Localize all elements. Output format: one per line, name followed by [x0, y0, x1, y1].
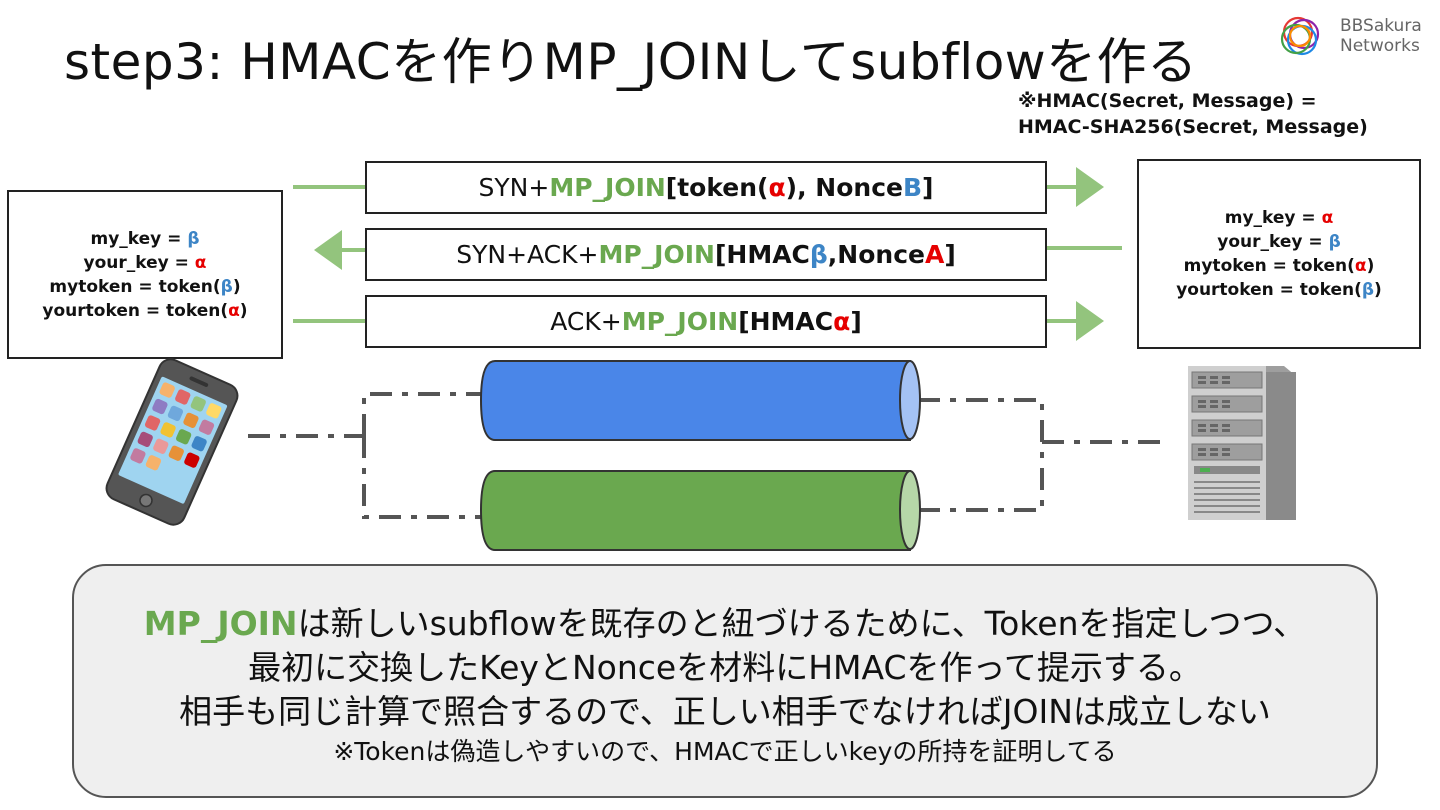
smartphone-icon [105, 358, 239, 526]
explanation-line2: 最初に交換したKeyとNonceを材料にHMACを作って提示する。 [248, 648, 1202, 687]
logo-line1: BBSakura [1340, 16, 1422, 36]
client-yourtoken: yourtoken = token(α) [42, 300, 248, 321]
explanation-note: ※Tokenは偽造しやすいので、HMACで正しいkeyの所持を証明してる [333, 737, 1117, 766]
explanation-box: MP_JOINは新しいsubflowを既存のと紐づけるために、Tokenを指定し… [72, 564, 1378, 798]
link-phone-to-pipe1 [362, 392, 484, 436]
explanation-line1: MP_JOINは新しいsubflowを既存のと紐づけるために、Tokenを指定し… [143, 604, 1307, 643]
company-logo: BBSakura Networks [1272, 8, 1432, 68]
server-icon [1188, 366, 1296, 520]
subflow-pipe-blue [479, 360, 921, 441]
server-yourtoken: yourtoken = token(β) [1176, 280, 1382, 300]
client-mytoken: mytoken = token(β) [49, 276, 241, 297]
client-key-box: my_key = β your_key = α mytoken = token(… [7, 190, 283, 359]
link-phone-to-pipe2 [362, 436, 484, 519]
client-your-key: your_key = α [83, 252, 207, 273]
hmac-note-line2: HMAC-SHA256(Secret, Message) [1018, 116, 1368, 138]
server-your-key: your_key = β [1217, 232, 1341, 252]
bbsakura-logo-icon [1280, 16, 1320, 56]
logo-line2: Networks [1340, 36, 1420, 56]
link-pipe2-to-server [918, 442, 1044, 512]
subflow-pipe-green [479, 470, 921, 551]
explanation-line3: 相手も同じ計算で照合するので、正しい相手でなければJOINは成立しない [179, 692, 1271, 731]
server-mytoken: mytoken = token(α) [1183, 256, 1375, 276]
hmac-note-line1: ※HMAC(Secret, Message) = [1018, 90, 1317, 112]
page-title: step3: HMACを作りMP_JOINしてsubflowを作る [64, 33, 1198, 91]
server-key-box: my_key = α your_key = β mytoken = token(… [1137, 159, 1421, 349]
server-my-key: my_key = α [1224, 208, 1334, 228]
link-pipe1-to-server [918, 398, 1044, 442]
client-my-key: my_key = β [90, 228, 200, 249]
hmac-definition-note: ※HMAC(Secret, Message) = HMAC-SHA256(Sec… [1018, 88, 1368, 140]
